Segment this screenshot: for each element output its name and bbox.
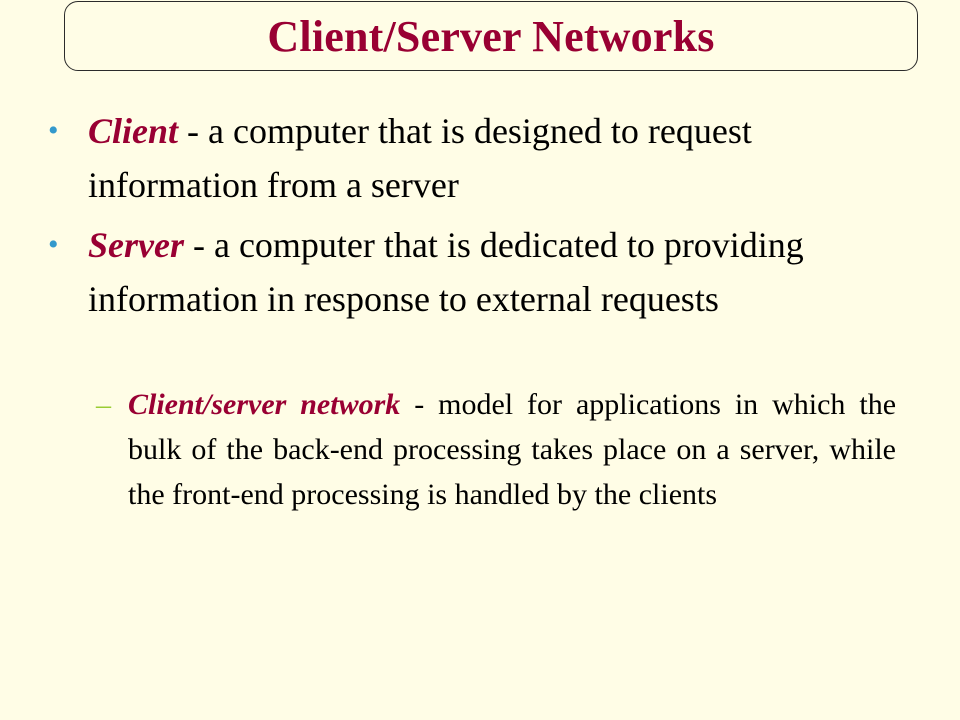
term-client: Client [88, 111, 179, 151]
title-box: Client/Server Networks [64, 1, 918, 71]
sub-bullet-text: Client/server network - model for applic… [128, 382, 896, 517]
dash-marker: – [96, 388, 111, 421]
term-client-server-network: Client/server network [128, 388, 401, 421]
bullet-server: • Server - a computer that is dedicated … [48, 218, 908, 326]
definition-server: - a computer that is dedicated to provid… [88, 225, 804, 319]
bullet-marker: • [48, 228, 59, 261]
definition-client: - a computer that is designed to request… [88, 111, 752, 205]
definition-client-server-network: - model for applications in which the bu… [128, 388, 897, 511]
bullet-client: • Client - a computer that is designed t… [48, 104, 908, 212]
term-server: Server [88, 225, 184, 265]
bullet-text: Client - a computer that is designed to … [88, 104, 908, 212]
sub-bullet-client-server-network: – Client/server network - model for appl… [96, 382, 896, 517]
slide-title: Client/Server Networks [267, 11, 715, 61]
bullet-text: Server - a computer that is dedicated to… [88, 218, 908, 326]
bullet-marker: • [48, 114, 59, 147]
